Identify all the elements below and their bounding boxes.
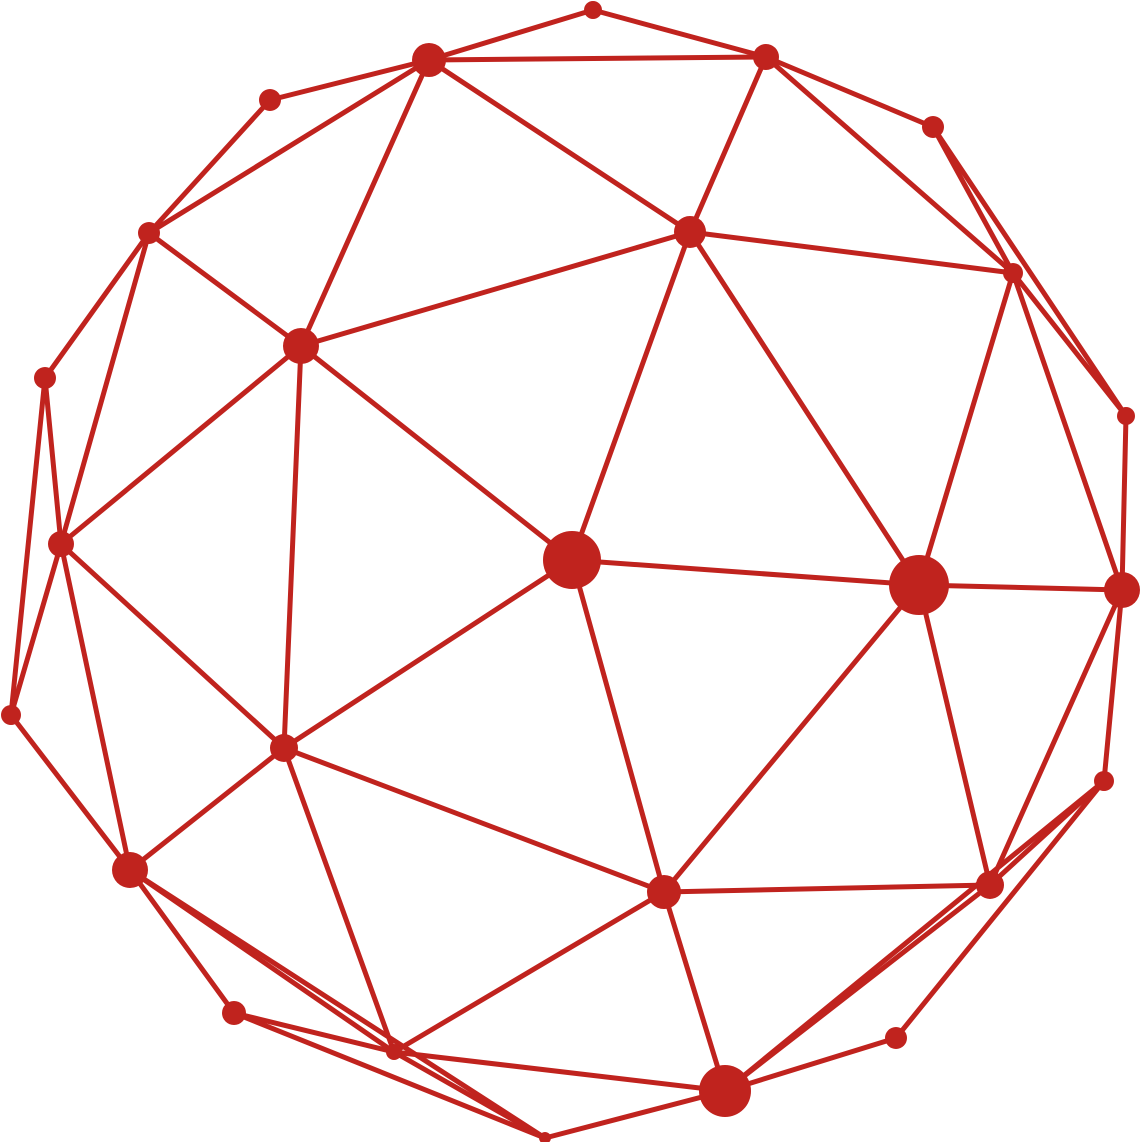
- sphere-edge: [281, 745, 397, 1055]
- sphere-node: [699, 1065, 751, 1117]
- sphere-edge: [298, 57, 432, 349]
- sphere-edge: [127, 867, 548, 1141]
- sphere-edge: [298, 343, 575, 563]
- sphere-edge: [58, 541, 287, 751]
- sphere-node: [48, 531, 74, 557]
- sphere-edge: [146, 97, 273, 236]
- sphere-edge: [391, 889, 667, 1055]
- sphere-edge: [930, 124, 1129, 419]
- sphere-edge: [1101, 587, 1125, 784]
- sphere-edge: [987, 587, 1125, 888]
- sphere-edge: [426, 54, 769, 63]
- sphere-node: [1094, 771, 1114, 791]
- sphere-node: [412, 43, 446, 77]
- sphere-node: [1117, 407, 1135, 425]
- sphere-node: [222, 1001, 246, 1025]
- sphere-node: [584, 1, 602, 19]
- sphere-edge: [231, 1010, 548, 1141]
- sphere-edge: [8, 712, 133, 873]
- sphere-edge: [127, 867, 237, 1016]
- sphere-edge: [661, 582, 922, 895]
- sphere-node: [1, 705, 21, 725]
- sphere-edge: [916, 582, 993, 888]
- sphere-edge: [1010, 270, 1129, 419]
- sphere-edge: [687, 54, 769, 235]
- sphere-node: [283, 328, 319, 364]
- sphere-edge: [569, 557, 922, 588]
- sphere-edge: [58, 230, 152, 547]
- sphere-edge: [8, 541, 64, 718]
- sphere-node: [674, 216, 706, 248]
- sphere-edge: [722, 1035, 899, 1094]
- sphere-edge: [281, 745, 667, 895]
- sphere-edge: [42, 375, 64, 547]
- sphere-edge: [569, 229, 693, 563]
- sphere-node: [539, 1132, 551, 1142]
- sphere-node: [1003, 263, 1023, 283]
- sphere-edge: [542, 1088, 728, 1141]
- sphere-edge: [298, 229, 693, 349]
- sphere-edge: [58, 343, 304, 547]
- sphere-node: [543, 531, 601, 589]
- sphere-node: [922, 116, 944, 138]
- sphere-node: [885, 1027, 907, 1049]
- sphere-edge: [267, 57, 432, 103]
- sphere-edge: [722, 882, 993, 1094]
- sphere-edge: [426, 7, 596, 63]
- sphere-edge: [391, 1049, 728, 1094]
- sphere-edge: [1010, 270, 1125, 593]
- sphere-node: [34, 367, 56, 389]
- sphere-edge: [8, 375, 48, 718]
- sphere-edge: [569, 557, 667, 895]
- sphere-edge: [763, 54, 1016, 276]
- sphere-edge: [127, 745, 287, 873]
- sphere-node: [138, 222, 160, 244]
- sphere-edge: [146, 57, 432, 236]
- sphere-edge: [281, 343, 304, 751]
- sphere-node: [112, 852, 148, 888]
- sphere-node: [386, 1044, 402, 1060]
- sphere-edge: [916, 582, 1125, 593]
- sphere-edge: [687, 229, 922, 588]
- sphere-edge: [893, 778, 1107, 1041]
- sphere-node: [647, 875, 681, 909]
- sphere-edge: [661, 889, 728, 1094]
- sphere-edge: [42, 230, 152, 381]
- sphere-edge: [763, 54, 936, 130]
- sphere-node: [889, 555, 949, 615]
- sphere-edge: [661, 882, 993, 895]
- sphere-node: [753, 44, 779, 70]
- sphere-edge: [1119, 413, 1129, 593]
- sphere-node: [976, 871, 1004, 899]
- sphere-node: [1104, 572, 1140, 608]
- sphere-edge: [590, 7, 769, 60]
- sphere-edge: [687, 229, 1016, 276]
- sphere-edge: [58, 541, 133, 873]
- sphere-edge: [391, 1049, 548, 1141]
- sphere-node: [270, 734, 298, 762]
- edge-layer: [8, 7, 1129, 1141]
- sphere-edge: [146, 230, 304, 349]
- sphere-edge: [916, 270, 1016, 588]
- sphere-edge: [281, 557, 575, 751]
- sphere-edge: [426, 57, 693, 235]
- sphere-node: [259, 89, 281, 111]
- sphere-edge: [231, 1010, 397, 1055]
